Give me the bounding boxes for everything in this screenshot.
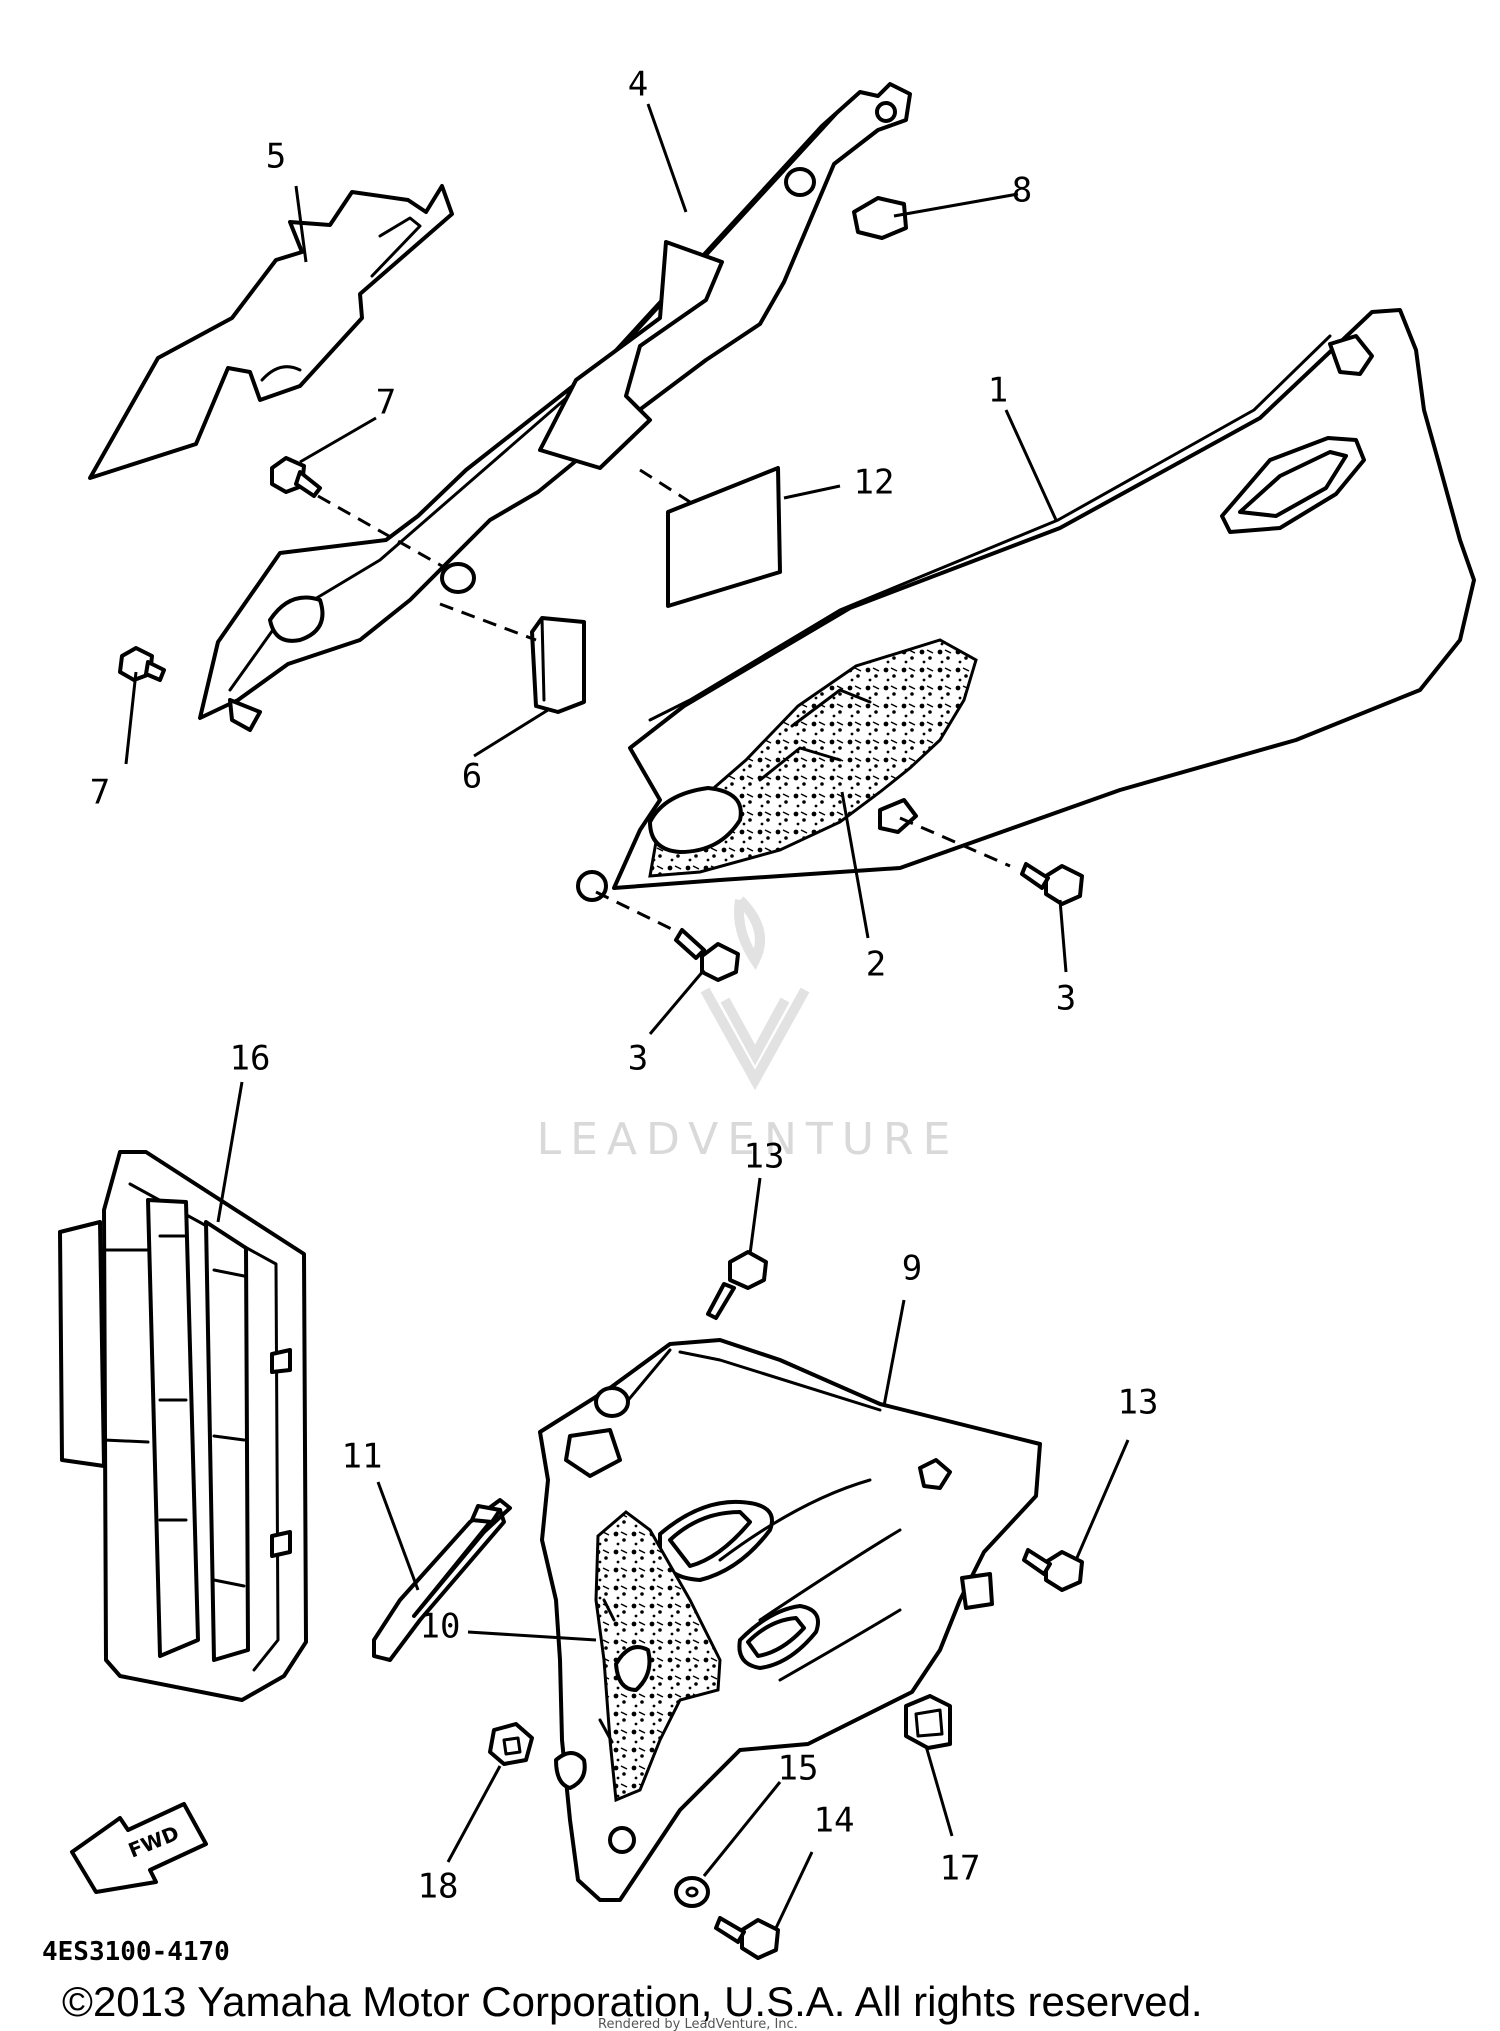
bolt-3-right [1020, 862, 1084, 906]
watermark-logo [700, 896, 810, 1091]
assembly-line-bolt-3a [595, 890, 691, 940]
forward-arrow: FWD [70, 1802, 208, 1894]
assembly-line-bolt-7 [317, 494, 443, 568]
part-16-radiator-guard [58, 1150, 308, 1702]
callout-8: 8 [1012, 171, 1032, 211]
watermark: LEADVENTURE [537, 896, 960, 1165]
watermark-text: LEADVENTURE [537, 1114, 960, 1165]
bolt-3-left [674, 928, 740, 982]
leader-lines [124, 103, 1130, 1929]
bolt-7-upper [270, 456, 322, 498]
part-5-graphic-sheet [88, 184, 454, 480]
callout-14: 14 [814, 1801, 855, 1841]
callout-13-upper: 13 [744, 1137, 785, 1177]
rendered-by-notice: Rendered by LeadVenture, Inc. [598, 2017, 798, 2031]
callout-3-left: 3 [628, 1039, 648, 1079]
callout-6: 6 [462, 757, 482, 797]
assembly-line-block-6 [439, 602, 537, 642]
callout-7-lower: 7 [90, 773, 110, 813]
part-4-side-cover-inner [198, 82, 912, 732]
callout-18: 18 [418, 1867, 459, 1907]
callout-3-right: 3 [1056, 979, 1076, 1019]
callout-5: 5 [266, 137, 286, 177]
diagram-code: 4ES3100-4170 [42, 1937, 230, 1967]
part-1-side-cover [576, 308, 1476, 902]
assembly-line-bolt-3b [899, 816, 1011, 868]
part-18-collar [488, 1722, 587, 1790]
callout-15: 15 [778, 1749, 819, 1789]
bolt-13-upper [706, 1250, 768, 1320]
callout-7-upper: 7 [376, 383, 396, 423]
callout-9: 9 [902, 1249, 922, 1289]
part-15-washer [674, 1876, 710, 1908]
bolt-13-right [1022, 1548, 1084, 1592]
callout-11: 11 [342, 1437, 383, 1477]
callout-labels: 1 2 3 3 4 5 6 7 7 8 9 10 11 12 13 13 14 … [90, 65, 1159, 1907]
part-8-grommet [852, 196, 908, 240]
callout-10: 10 [420, 1607, 461, 1647]
part-12-damper [666, 466, 782, 608]
callout-16: 16 [230, 1039, 271, 1079]
part-6-block [530, 616, 586, 714]
bolt-14 [714, 1916, 780, 1960]
callout-17: 17 [940, 1849, 981, 1889]
part-17-bracket [960, 1572, 994, 1610]
part-10-emblem [598, 1598, 616, 1744]
callout-4: 4 [628, 65, 648, 105]
part-17-nut [904, 1694, 952, 1750]
copyright-notice: ©2013 Yamaha Motor Corporation, U.S.A. A… [62, 1978, 1203, 2025]
part-9-radiator-shroud [538, 1338, 1042, 1902]
part-11-bracket [372, 1498, 512, 1662]
callout-13-right: 13 [1118, 1383, 1159, 1423]
bolt-7-lower [118, 646, 166, 682]
callout-12: 12 [854, 463, 895, 503]
callout-2: 2 [866, 945, 886, 985]
part-2-emblem-area [758, 688, 872, 782]
callout-1: 1 [988, 371, 1008, 411]
